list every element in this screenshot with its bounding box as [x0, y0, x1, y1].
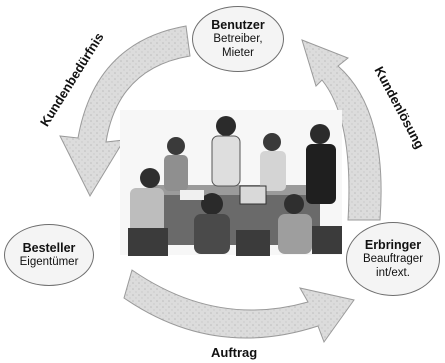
- node-title: Erbringer: [364, 237, 422, 252]
- chair: [236, 230, 270, 256]
- node-subtitle: Mieter: [222, 46, 254, 59]
- person-right-standing: [306, 124, 336, 204]
- person-front-right: [278, 194, 312, 254]
- arrow-auftrag: [123, 269, 355, 344]
- person-standing-center: [211, 116, 241, 187]
- node-benutzer: Benutzer Betreiber, Mieter: [192, 6, 284, 72]
- node-subtitle: Beauftrager: [362, 252, 424, 265]
- node-erbringer: Erbringer Beauftrager int/ext.: [346, 222, 440, 296]
- person-front-center: [194, 193, 230, 254]
- photo-group: [120, 110, 342, 256]
- chair: [128, 228, 168, 256]
- chair: [312, 226, 342, 254]
- arrow-kundenloesung: [301, 39, 382, 221]
- node-subtitle: Eigentümer: [19, 255, 79, 268]
- arrow-kundenbeduerfnis: [59, 25, 191, 198]
- person-right-back: [260, 133, 286, 191]
- node-subtitle: Betreiber,: [213, 32, 263, 45]
- node-title: Besteller: [22, 240, 76, 255]
- edge-label-auftrag: Auftrag: [211, 345, 258, 360]
- paper: [180, 190, 204, 200]
- person-left-back: [164, 137, 188, 191]
- node-besteller: Besteller Eigentümer: [4, 224, 94, 286]
- node-subtitle: int/ext.: [376, 266, 410, 279]
- node-title: Benutzer: [211, 17, 265, 32]
- laptop: [239, 185, 267, 205]
